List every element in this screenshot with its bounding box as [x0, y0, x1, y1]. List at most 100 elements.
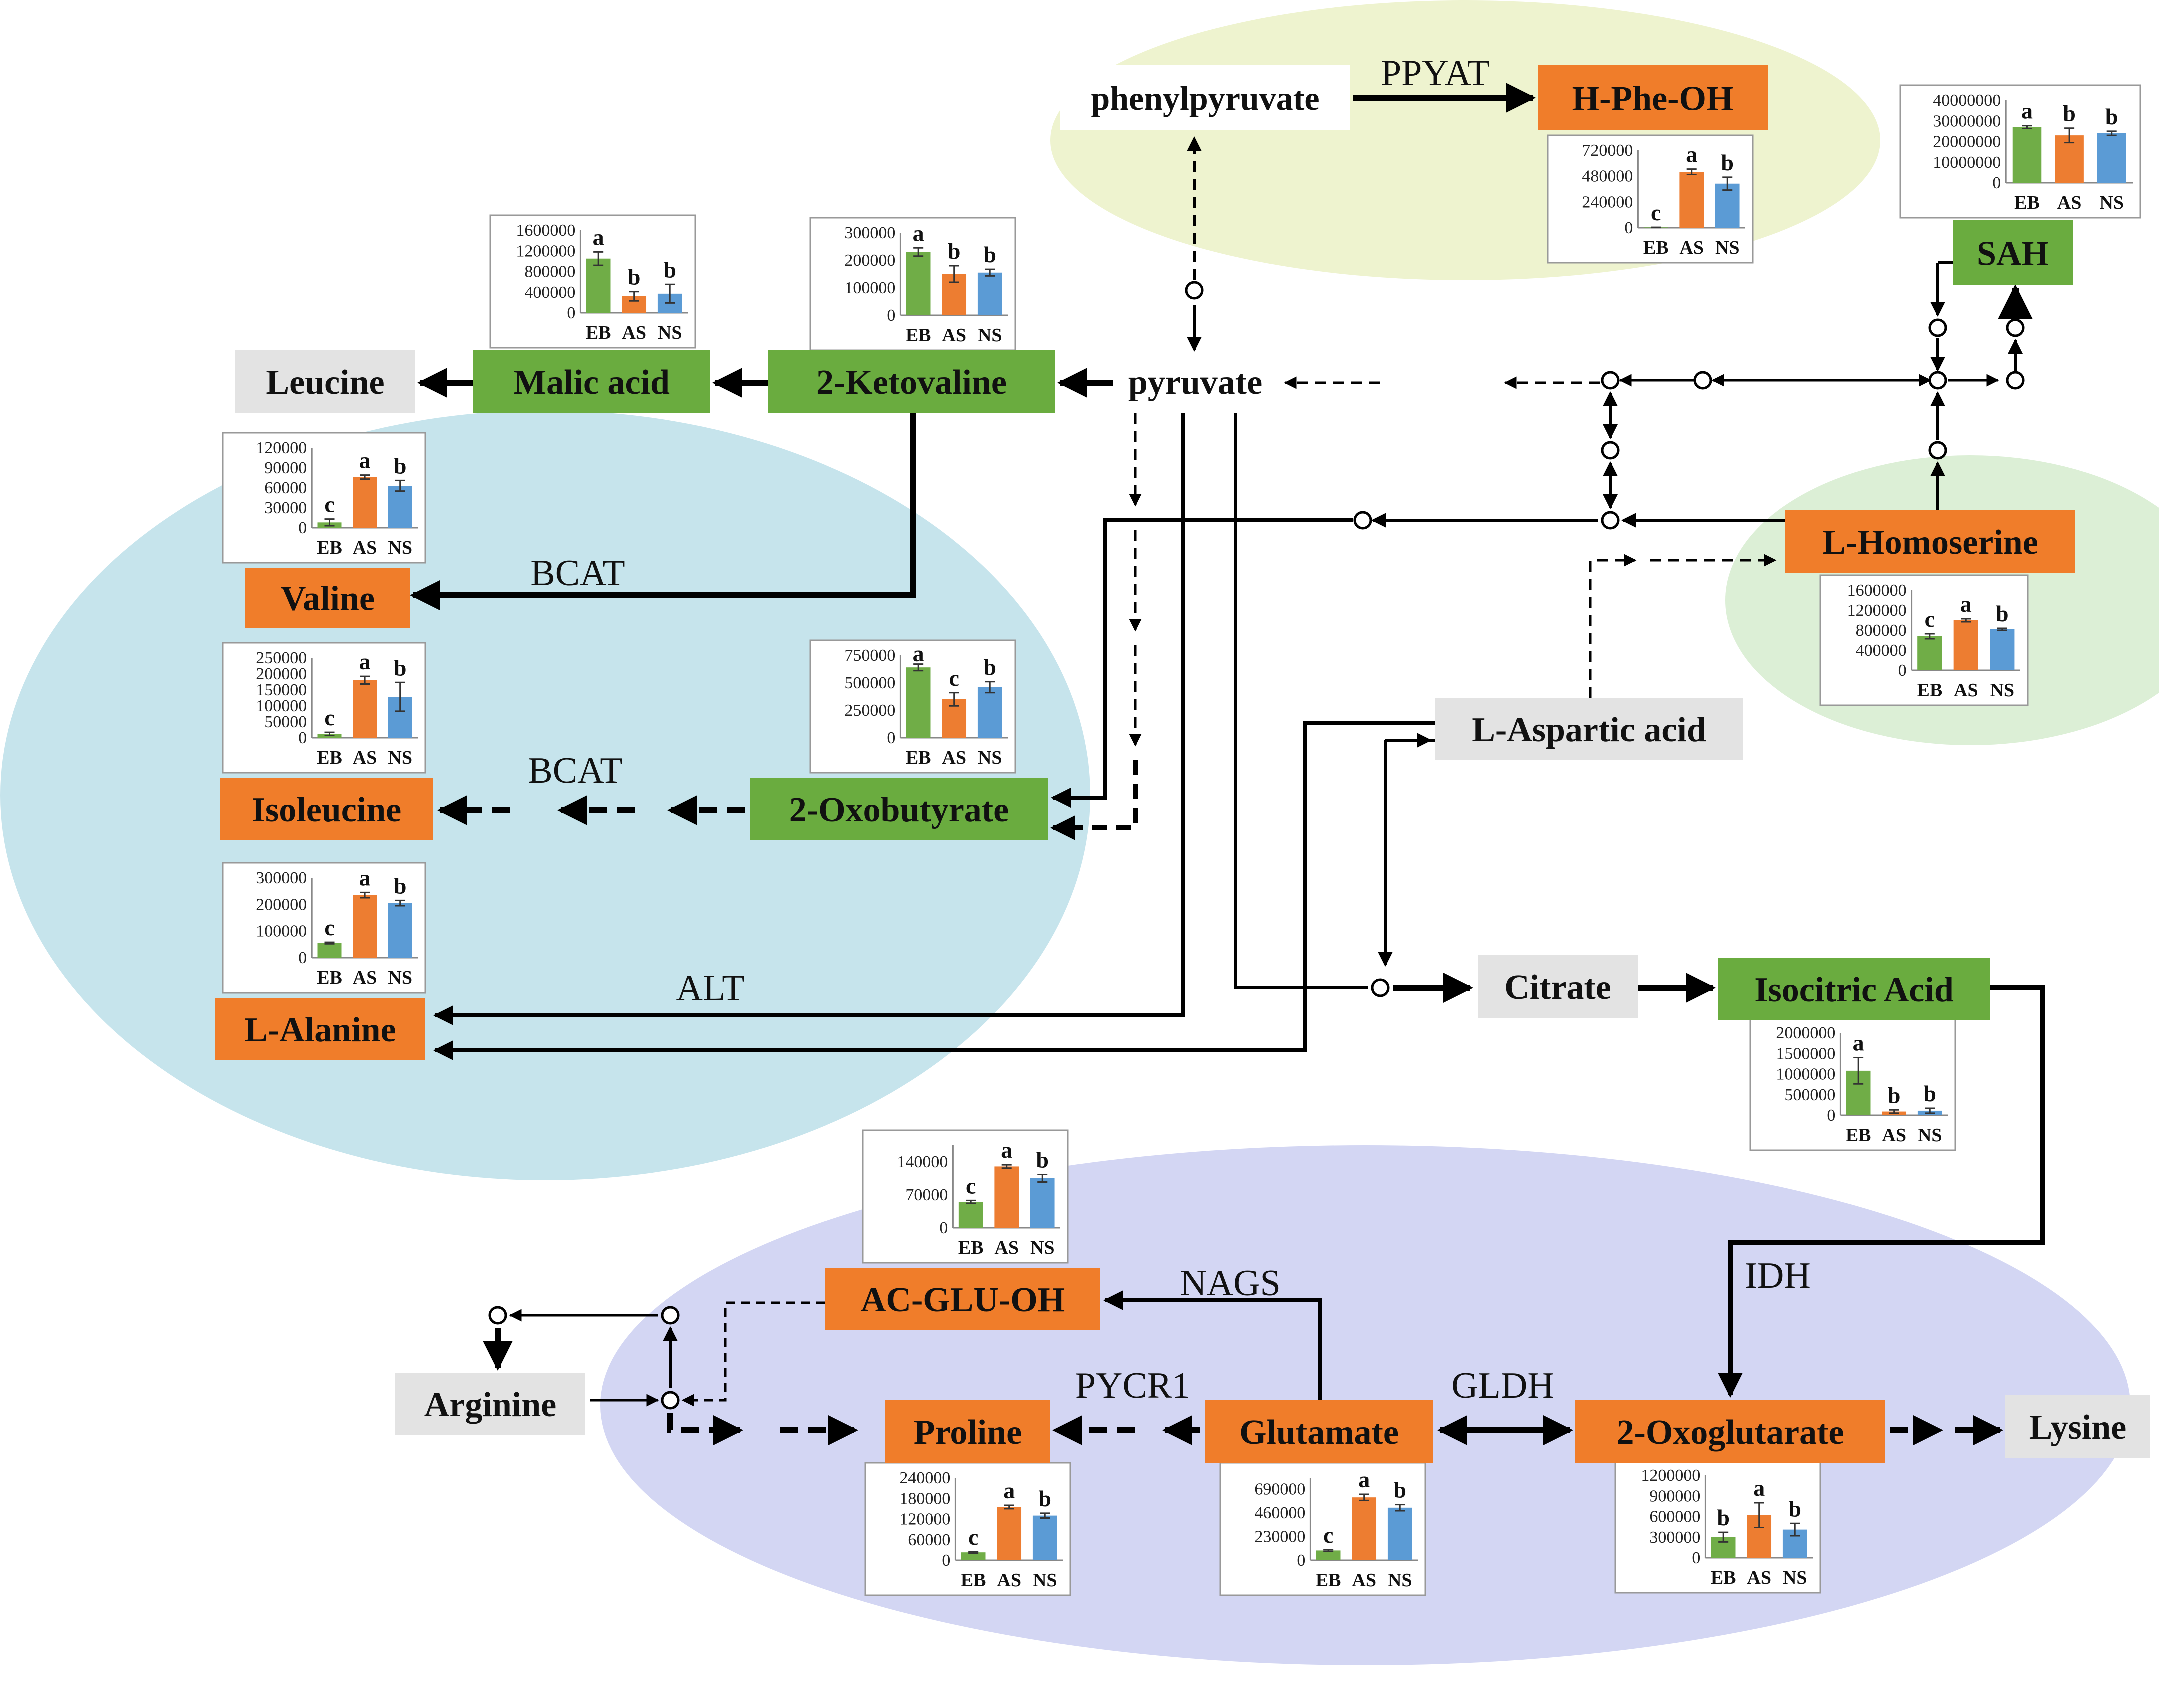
significance-letter: b: [1788, 1496, 1801, 1521]
node-isoleucine: Isoleucine: [220, 778, 433, 840]
junction-node: [1928, 441, 1947, 460]
y-tick-label: 1200000: [1847, 601, 1907, 620]
y-tick-label: 500000: [1784, 1086, 1835, 1104]
junction-node: [1601, 371, 1620, 390]
x-tick-label: AS: [994, 1237, 1019, 1258]
y-tick-label: 800000: [1856, 621, 1907, 640]
node-label: Isocitric Acid: [1754, 971, 1954, 1009]
y-tick-label: 40000000: [1933, 91, 2001, 110]
node-box: [1785, 510, 2075, 573]
x-tick-label: NS: [1918, 1125, 1942, 1146]
bar-eb: [317, 943, 342, 958]
pathway-arrow: [1103, 1290, 1322, 1400]
junction-node: [661, 1391, 680, 1410]
significance-letter: b: [2063, 101, 2076, 126]
y-tick-label: 30000000: [1933, 112, 2001, 130]
x-tick-label: AS: [353, 967, 377, 988]
junction-node: [1601, 441, 1620, 460]
y-tick-label: 20000000: [1933, 133, 2001, 151]
y-tick-label: 240000: [1582, 193, 1633, 211]
y-tick-label: 70000: [905, 1186, 948, 1204]
x-tick-label: EB: [1711, 1567, 1736, 1588]
x-tick-label: AS: [2057, 192, 2082, 213]
bar-ns: [977, 272, 1002, 315]
significance-letter: b: [983, 654, 996, 680]
significance-letter: b: [1721, 150, 1734, 175]
bar-ns: [1032, 1515, 1057, 1560]
significance-letter: c: [324, 492, 334, 517]
node-label: 2-Oxoglutarate: [1617, 1413, 1844, 1452]
pathway-arrows: [410, 83, 2045, 1445]
bar-charts: 0240000480000720000cEBaASbNS010000000200…: [222, 84, 2141, 1596]
node-isocitric: Isocitric Acid: [1718, 958, 1990, 1020]
enzyme-idh: IDH: [1745, 1255, 1811, 1296]
node-box: [473, 350, 710, 413]
node-aspartic: L-Aspartic acid: [1435, 698, 1743, 760]
node-box: [825, 1268, 1100, 1330]
y-tick-label: 0: [298, 949, 307, 967]
x-tick-label: NS: [978, 747, 1002, 768]
y-tick-label: 460000: [1254, 1504, 1305, 1522]
y-tick-label: 100000: [256, 697, 307, 715]
node-box: [750, 778, 1048, 840]
y-tick-label: 500000: [844, 674, 895, 692]
node-acgluoh: AC-GLU-OH: [825, 1268, 1100, 1330]
y-tick-label: 200000: [256, 895, 307, 914]
y-tick-label: 0: [1692, 1549, 1700, 1567]
bar-as: [994, 1166, 1019, 1228]
significance-letter: c: [1323, 1522, 1333, 1548]
node-box: [215, 998, 425, 1060]
y-tick-label: 1600000: [516, 221, 575, 240]
y-tick-label: 0: [1827, 1106, 1835, 1125]
x-tick-label: AS: [942, 747, 966, 768]
node-oxobutyrate: 2-Oxobutyrate: [750, 778, 1048, 840]
pathway-arrow: [433, 413, 1185, 1025]
bar-ns: [1990, 629, 2015, 670]
node-pyruvate: pyruvate: [1128, 363, 1262, 402]
significance-letter: b: [1888, 1082, 1901, 1108]
significance-letter: b: [1038, 1486, 1051, 1511]
node-label: Arginine: [424, 1386, 556, 1424]
node-box: [2005, 1395, 2150, 1458]
y-tick-label: 150000: [256, 681, 307, 699]
y-tick-label: 60000: [908, 1531, 950, 1549]
node-box: [1205, 1400, 1433, 1463]
x-tick-label: EB: [2014, 192, 2040, 213]
bar-as: [1953, 620, 1978, 670]
significance-letter: a: [359, 649, 371, 674]
y-tick-label: 720000: [1582, 141, 1633, 160]
node-label: Glutamate: [1239, 1413, 1399, 1452]
x-tick-label: EB: [906, 325, 931, 346]
pathway-arrow: [1051, 518, 1353, 808]
node-label: 2-Ketovaline: [816, 363, 1007, 402]
junction-node: [1353, 511, 1372, 530]
y-tick-label: 0: [1992, 174, 2001, 192]
bar-as: [353, 895, 377, 958]
x-tick-label: NS: [388, 537, 412, 558]
y-tick-label: 2000000: [1776, 1024, 1835, 1042]
y-tick-label: 250000: [256, 649, 307, 667]
significance-letter: c: [949, 665, 959, 691]
x-tick-label: EB: [961, 1570, 986, 1591]
significance-letter: c: [968, 1524, 978, 1550]
node-leucine: Leucine: [235, 350, 415, 413]
y-tick-label: 100000: [256, 922, 307, 941]
x-tick-label: EB: [586, 322, 611, 343]
bar-ns: [2097, 133, 2126, 183]
bar-ns: [1387, 1507, 1412, 1560]
node-alanine: L-Alanine: [215, 998, 425, 1060]
enzyme-bcat1: BCAT: [530, 553, 625, 594]
junction-node: [1693, 371, 1712, 390]
significance-letter: a: [1753, 1475, 1765, 1501]
node-box: [885, 1400, 1050, 1463]
x-tick-label: NS: [1030, 1237, 1055, 1258]
node-label: 2-Oxobutyrate: [789, 791, 1009, 829]
junction-node: [1601, 511, 1620, 530]
x-tick-label: AS: [353, 747, 377, 768]
x-tick-label: AS: [942, 325, 966, 346]
